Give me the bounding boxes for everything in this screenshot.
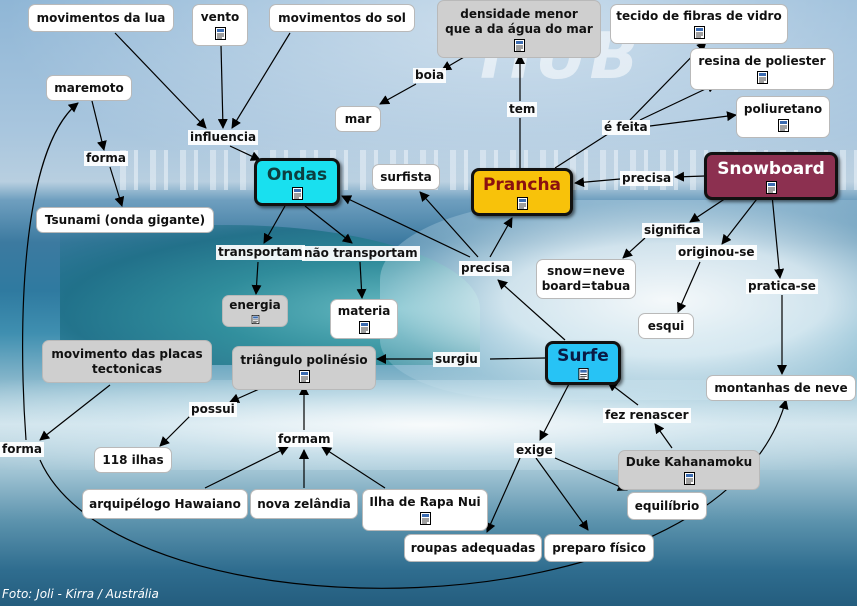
node-label: resina de poliester <box>698 54 826 68</box>
node-label: Ilha de Rapa Nui <box>369 495 481 509</box>
node-label-line1: movimento das placas <box>51 346 203 361</box>
node-densidade-menor[interactable]: densidade menor que a da água do mar <box>437 0 601 58</box>
node-resina-poliester[interactable]: resina de poliester <box>690 48 834 90</box>
node-label: energia <box>229 298 281 312</box>
link-significa[interactable]: significa <box>642 223 703 238</box>
node-movimentos-da-lua[interactable]: movimentos da lua <box>28 4 174 32</box>
node-label: mar <box>344 111 372 126</box>
document-icon[interactable] <box>756 71 768 84</box>
link-surgiu[interactable]: surgiu <box>433 352 480 367</box>
document-icon[interactable] <box>513 38 525 52</box>
document-icon[interactable] <box>214 27 226 40</box>
node-118-ilhas[interactable]: 118 ilhas <box>94 447 172 473</box>
node-label: poliuretano <box>743 102 823 116</box>
photo-credit: Foto: Joli - Kirra / Austrália <box>2 587 159 601</box>
node-label: Duke Kahanamoku <box>625 455 753 469</box>
link-forma-left[interactable]: forma <box>0 442 44 457</box>
node-equilibrio[interactable]: equilíbrio <box>627 492 707 520</box>
document-icon[interactable] <box>419 512 431 525</box>
hub-label: Prancha <box>482 174 562 195</box>
node-preparo-fisico[interactable]: preparo físico <box>544 534 654 562</box>
document-icon[interactable] <box>250 315 261 324</box>
node-materia[interactable]: materia <box>330 299 398 339</box>
node-snow-board[interactable]: snow=neve board=tabua <box>536 259 636 299</box>
link-precisa-prancha[interactable]: precisa <box>620 171 674 186</box>
node-label-line2: que a da água do mar <box>445 21 593 36</box>
node-movimentos-do-sol[interactable]: movimentos do sol <box>269 4 415 32</box>
node-tsunami[interactable]: Tsunami (onda gigante) <box>36 207 214 233</box>
link-precisa-surfe[interactable]: precisa <box>459 261 513 276</box>
node-label: equilíbrio <box>634 498 700 513</box>
link-pratica-se[interactable]: pratica-se <box>746 279 818 294</box>
link-originou-se[interactable]: originou-se <box>676 245 757 260</box>
document-icon[interactable] <box>765 180 777 194</box>
node-label: Tsunami (onda gigante) <box>44 212 206 227</box>
document-icon[interactable] <box>291 186 303 200</box>
node-tecido-fibras-vidro[interactable]: tecido de fibras de vidro <box>610 4 788 44</box>
node-surfista[interactable]: surfista <box>372 164 440 190</box>
node-label: surfista <box>380 169 432 184</box>
document-icon[interactable] <box>683 472 695 485</box>
node-triangulo-polinesio[interactable]: triângulo polinésio <box>232 346 376 390</box>
document-icon[interactable] <box>358 321 370 334</box>
node-montanhas-de-neve[interactable]: montanhas de neve <box>706 375 856 401</box>
node-movimento-placas-tectonicas[interactable]: movimento das placas tectonicas <box>42 340 212 383</box>
node-label-line2: tectonicas <box>92 361 162 376</box>
node-esqui[interactable]: esqui <box>638 313 694 339</box>
node-vento[interactable]: vento <box>192 4 248 46</box>
node-label: arquipélogo Hawaiano <box>89 496 241 511</box>
node-duke-kahanamoku[interactable]: Duke Kahanamoku <box>618 450 760 490</box>
node-mar[interactable]: mar <box>335 106 381 132</box>
node-ilha-de-rapa-nui[interactable]: Ilha de Rapa Nui <box>362 489 488 531</box>
node-label: tecido de fibras de vidro <box>616 9 782 23</box>
node-label-line1: densidade menor <box>460 6 578 21</box>
node-label: triângulo polinésio <box>240 353 368 367</box>
node-label: esqui <box>647 318 685 333</box>
link-exige[interactable]: exige <box>514 443 555 458</box>
link-tem[interactable]: tem <box>507 102 538 117</box>
node-label: maremoto <box>54 80 124 95</box>
node-label: nova zelândia <box>257 496 351 511</box>
hub-surfe[interactable]: Surfe <box>545 341 621 385</box>
node-energia[interactable]: energia <box>222 295 288 327</box>
document-icon[interactable] <box>693 26 705 39</box>
node-roupas-adequadas[interactable]: roupas adequadas <box>404 534 542 562</box>
hub-snowboard[interactable]: Snowboard <box>704 152 838 200</box>
link-nao-transportam[interactable]: não transportam <box>302 246 420 261</box>
link-transportam[interactable]: transportam <box>216 245 305 260</box>
node-label: materia <box>337 304 391 318</box>
hub-ondas[interactable]: Ondas <box>254 158 340 206</box>
document-icon[interactable] <box>298 370 310 383</box>
node-maremoto[interactable]: maremoto <box>46 75 132 101</box>
link-fez-renascer[interactable]: fez renascer <box>603 408 691 423</box>
node-label: movimentos do sol <box>278 10 406 25</box>
link-possui[interactable]: possui <box>189 402 237 417</box>
node-label: movimentos da lua <box>36 10 166 25</box>
link-influencia[interactable]: influencia <box>188 130 259 145</box>
node-arquipelago-hawaiano[interactable]: arquipélogo Hawaiano <box>82 489 248 519</box>
node-label-line2: board=tabua <box>541 279 631 293</box>
link-formam[interactable]: formam <box>276 432 333 447</box>
link-boia[interactable]: boia <box>413 68 447 83</box>
node-label: montanhas de neve <box>714 380 848 395</box>
hub-prancha[interactable]: Prancha <box>471 168 573 216</box>
hub-label: Snowboard <box>717 158 825 179</box>
node-label: 118 ilhas <box>102 452 164 467</box>
node-poliuretano[interactable]: poliuretano <box>736 96 830 138</box>
link-e-feita[interactable]: é feita <box>602 120 650 135</box>
document-icon[interactable] <box>577 368 589 380</box>
hub-label: Ondas <box>266 164 328 185</box>
node-label: preparo físico <box>552 540 646 555</box>
link-forma-top[interactable]: forma <box>84 151 128 166</box>
node-nova-zelandia[interactable]: nova zelândia <box>250 489 358 519</box>
node-label-line1: snow=neve <box>547 264 625 278</box>
node-label: vento <box>200 10 240 24</box>
document-icon[interactable] <box>777 119 789 132</box>
document-icon[interactable] <box>516 196 528 210</box>
hub-label: Surfe <box>557 346 609 366</box>
node-label: roupas adequadas <box>410 540 536 555</box>
